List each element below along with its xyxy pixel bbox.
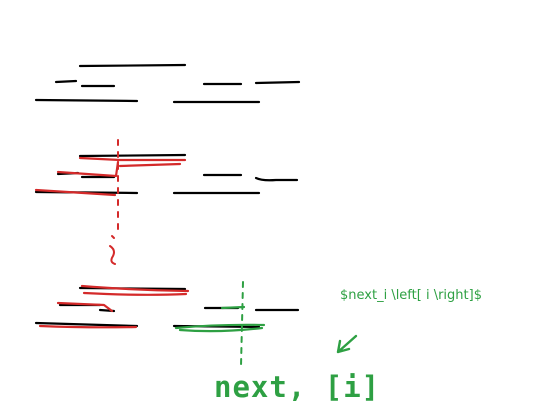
line-group-3 [34, 281, 358, 367]
latex-label: $next_i \left[ i \right]$ [340, 288, 482, 303]
red-highlight-stroke [56, 301, 114, 313]
red-highlight-stroke [82, 291, 188, 296]
green-highlight-stroke [174, 323, 266, 330]
red-index-i [109, 245, 116, 265]
red-highlight-stroke [34, 188, 117, 197]
handwritten-next-label: next, [i] [214, 370, 381, 404]
line-group-1 [34, 63, 301, 104]
black-stroke [254, 80, 301, 85]
black-stroke [78, 63, 187, 68]
green-highlight-stroke [220, 305, 246, 310]
black-stroke [34, 321, 139, 328]
black-stroke [54, 79, 78, 84]
black-stroke [78, 153, 187, 158]
green-arrow-icon [336, 334, 358, 354]
red-highlight-stroke [78, 156, 187, 162]
red-index-i [111, 235, 115, 239]
line-group-2 [34, 139, 299, 265]
black-stroke [34, 98, 139, 103]
green-highlight-stroke [178, 326, 264, 333]
red-highlight-stroke [80, 284, 190, 293]
green-dotted-marker [240, 281, 244, 367]
red-highlight-stroke [118, 162, 182, 168]
red-highlight-stroke [38, 324, 138, 329]
black-stroke [254, 176, 299, 182]
